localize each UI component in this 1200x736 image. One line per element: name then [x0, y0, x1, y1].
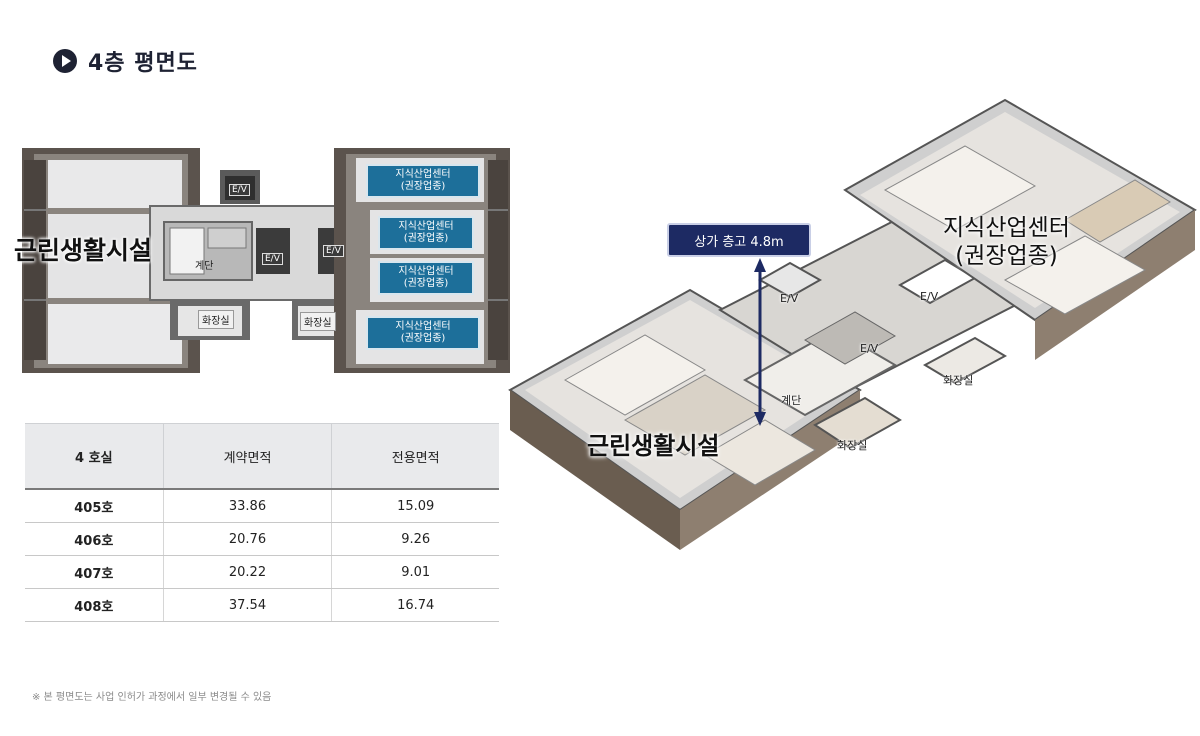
disclaimer-note: ※ 본 평면도는 사업 인허가 과정에서 일부 변경될 수 있음	[32, 692, 272, 703]
plan-stairs-label: 계단	[195, 261, 214, 272]
cell-contract: 20.22	[163, 555, 333, 589]
area-table-grid: 4 호실 계약면적 전용면적 405호 33.86 15.09 406호 20.…	[25, 423, 499, 622]
plan-knowledge-center-box-1: 지식산업센터 (권장업종)	[366, 164, 480, 198]
plan-restroom-label-right: 화장실	[300, 312, 336, 331]
floor-plan-2d: E/V 계단 E/V E/V 화장실 화장실 지식산업센터 (권장업종) 지식산…	[0, 140, 520, 380]
cell-exclusive: 16.74	[331, 588, 499, 622]
knc-line1: 지식산업센터	[398, 266, 454, 277]
header-exclusive-area: 전용면적	[331, 423, 499, 489]
knc-line1: 지식산업센터	[395, 321, 451, 332]
iso-restroom-label-1: 화장실	[837, 439, 868, 452]
page-title: 4층 평면도	[52, 46, 198, 76]
iso-restroom-label-2: 화장실	[943, 374, 974, 387]
plan-ev-label-top: E/V	[229, 184, 250, 196]
cell-unit: 407호	[25, 555, 164, 589]
iso-knc-line2: (권장업종)	[955, 243, 1058, 269]
knc-line2: (권장업종)	[403, 278, 449, 289]
cell-contract: 20.76	[163, 522, 333, 556]
cell-contract: 33.86	[163, 488, 333, 523]
table-row: 408호 37.54 16.74	[25, 588, 499, 622]
cell-exclusive: 9.01	[331, 555, 499, 589]
cell-unit: 406호	[25, 522, 164, 556]
table-row: 405호 33.86 15.09	[25, 488, 499, 523]
knc-line1: 지식산업센터	[398, 221, 454, 232]
floor-plan-3d: 상가 층고 4.8m E/V E/V E/V 계단 화장실 화장실 근린생활시설…	[505, 80, 1200, 660]
table-row: 406호 20.76 9.26	[25, 522, 499, 556]
plan-facility-label: 근린생활시설	[14, 236, 153, 265]
cell-unit: 408호	[25, 588, 164, 622]
knc-line1: 지식산업센터	[395, 169, 451, 180]
knc-line2: (권장업종)	[400, 181, 446, 192]
iso-ev-label-1: E/V	[780, 292, 799, 305]
page-title-text: 4층 평면도	[88, 51, 198, 76]
knc-line2: (권장업종)	[400, 333, 446, 344]
plan-ev-label-middle: E/V	[262, 253, 283, 265]
area-table: 4 호실 계약면적 전용면적 405호 33.86 15.09 406호 20.…	[25, 423, 499, 622]
plan-knowledge-center-box-4: 지식산업센터 (권장업종)	[366, 316, 480, 350]
isometric-drawing	[508, 98, 1197, 550]
cell-exclusive: 15.09	[331, 488, 499, 523]
iso-ev-label-3: E/V	[920, 290, 939, 303]
iso-knowledge-center-label: 지식산업센터 (권장업종)	[943, 214, 1070, 270]
cell-contract: 37.54	[163, 588, 333, 622]
cell-exclusive: 9.26	[331, 522, 499, 556]
iso-stairs-label: 계단	[781, 394, 802, 407]
iso-facility-label: 근린생활시설	[587, 432, 720, 460]
header-contract-area: 계약면적	[163, 423, 333, 489]
play-circle-icon	[53, 49, 77, 73]
table-header-row: 4 호실 계약면적 전용면적	[25, 423, 499, 489]
table-row: 407호 20.22 9.01	[25, 555, 499, 589]
plan-knowledge-center-box-3: 지식산업센터 (권장업종)	[378, 261, 474, 295]
knc-line2: (권장업종)	[403, 233, 449, 244]
plan-ev-label-right: E/V	[323, 245, 344, 257]
iso-ev-label-2: E/V	[860, 342, 879, 355]
plan-restroom-label-left: 화장실	[198, 310, 234, 329]
header-unit: 4 호실	[25, 423, 164, 489]
ceiling-height-badge: 상가 층고 4.8m	[667, 223, 811, 257]
cell-unit: 405호	[25, 488, 164, 523]
plan-knowledge-center-box-2: 지식산업센터 (권장업종)	[378, 216, 474, 250]
iso-knc-line1: 지식산업센터	[943, 215, 1070, 241]
